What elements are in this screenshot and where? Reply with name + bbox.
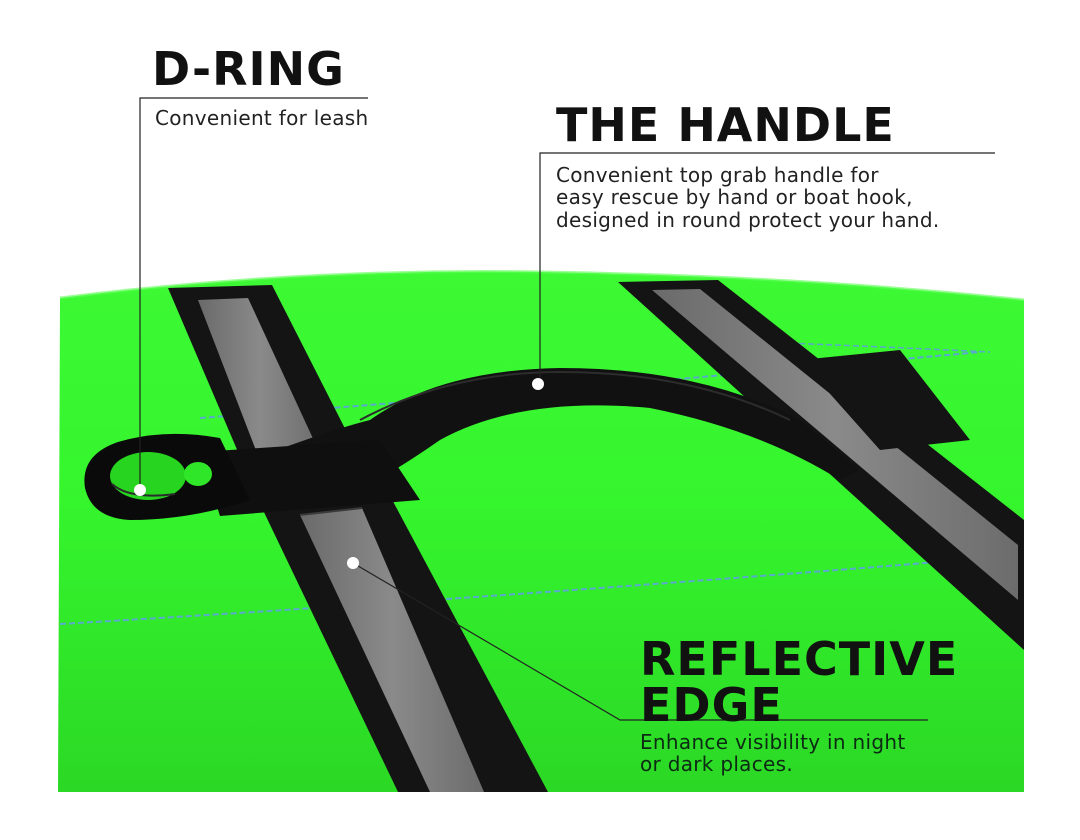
handle-dot xyxy=(532,378,544,390)
d-ring-dot xyxy=(134,484,146,496)
d-ring xyxy=(84,433,250,520)
callout-dots xyxy=(134,378,544,569)
d-ring-title: D-RING xyxy=(152,42,345,96)
handle-title: THE HANDLE xyxy=(556,98,895,152)
reflective-edge-title-line-1: REFLECTIVE xyxy=(640,632,959,686)
handle-description-line-1: Convenient top grab handle for xyxy=(556,163,879,187)
reflective-edge-description-line-2: or dark places. xyxy=(640,752,794,777)
reflective-leader-line xyxy=(352,562,928,721)
front-reflective-strap xyxy=(262,492,548,792)
handle-description: Convenient top grab handle for easy resc… xyxy=(556,163,940,232)
reflective-edge-title: REFLECTIVE EDGE xyxy=(640,636,958,728)
d-ring-leader-line xyxy=(139,97,368,490)
leader-lines xyxy=(139,97,995,721)
handle-description-line-3: designed in round protect your hand. xyxy=(556,207,940,232)
reflective-edge-description-line-1: Enhance visibility in night xyxy=(640,730,906,754)
reflective-edge-description: Enhance visibility in night or dark plac… xyxy=(640,731,905,776)
grab-handle xyxy=(200,368,860,516)
reflective-edge-title-line-2: EDGE xyxy=(640,678,783,732)
reflective-dot xyxy=(347,557,359,569)
d-ring-description: Convenient for leash xyxy=(155,106,369,130)
left-rear-strap xyxy=(168,285,362,480)
handle-description-line-2: easy rescue by hand or boat hook, xyxy=(556,185,913,210)
handle-leader-line xyxy=(539,152,995,384)
